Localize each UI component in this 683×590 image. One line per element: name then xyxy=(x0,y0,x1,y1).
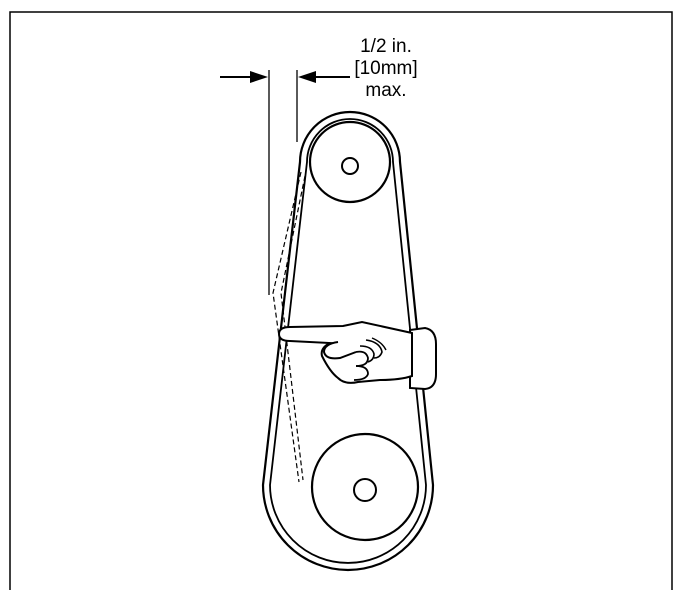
figure-frame xyxy=(9,11,673,590)
upper-pulley-hub xyxy=(341,157,359,175)
drive-belt xyxy=(261,110,435,572)
arrow-right-icon xyxy=(220,71,268,83)
deflection-label-line1: 1/2 in. xyxy=(360,36,412,57)
deflection-label: 1/2 in. [10mm] max. xyxy=(354,36,417,101)
arrow-left-icon xyxy=(298,71,350,83)
deflected-belt-dashed xyxy=(272,171,306,483)
lower-pulley-hub xyxy=(353,478,377,502)
pointing-hand-icon xyxy=(277,320,437,391)
lower-pulley xyxy=(310,432,420,542)
upper-pulley xyxy=(308,120,392,204)
deflection-label-line2: [10mm] xyxy=(354,58,417,79)
deflection-label-line3: max. xyxy=(365,80,406,101)
